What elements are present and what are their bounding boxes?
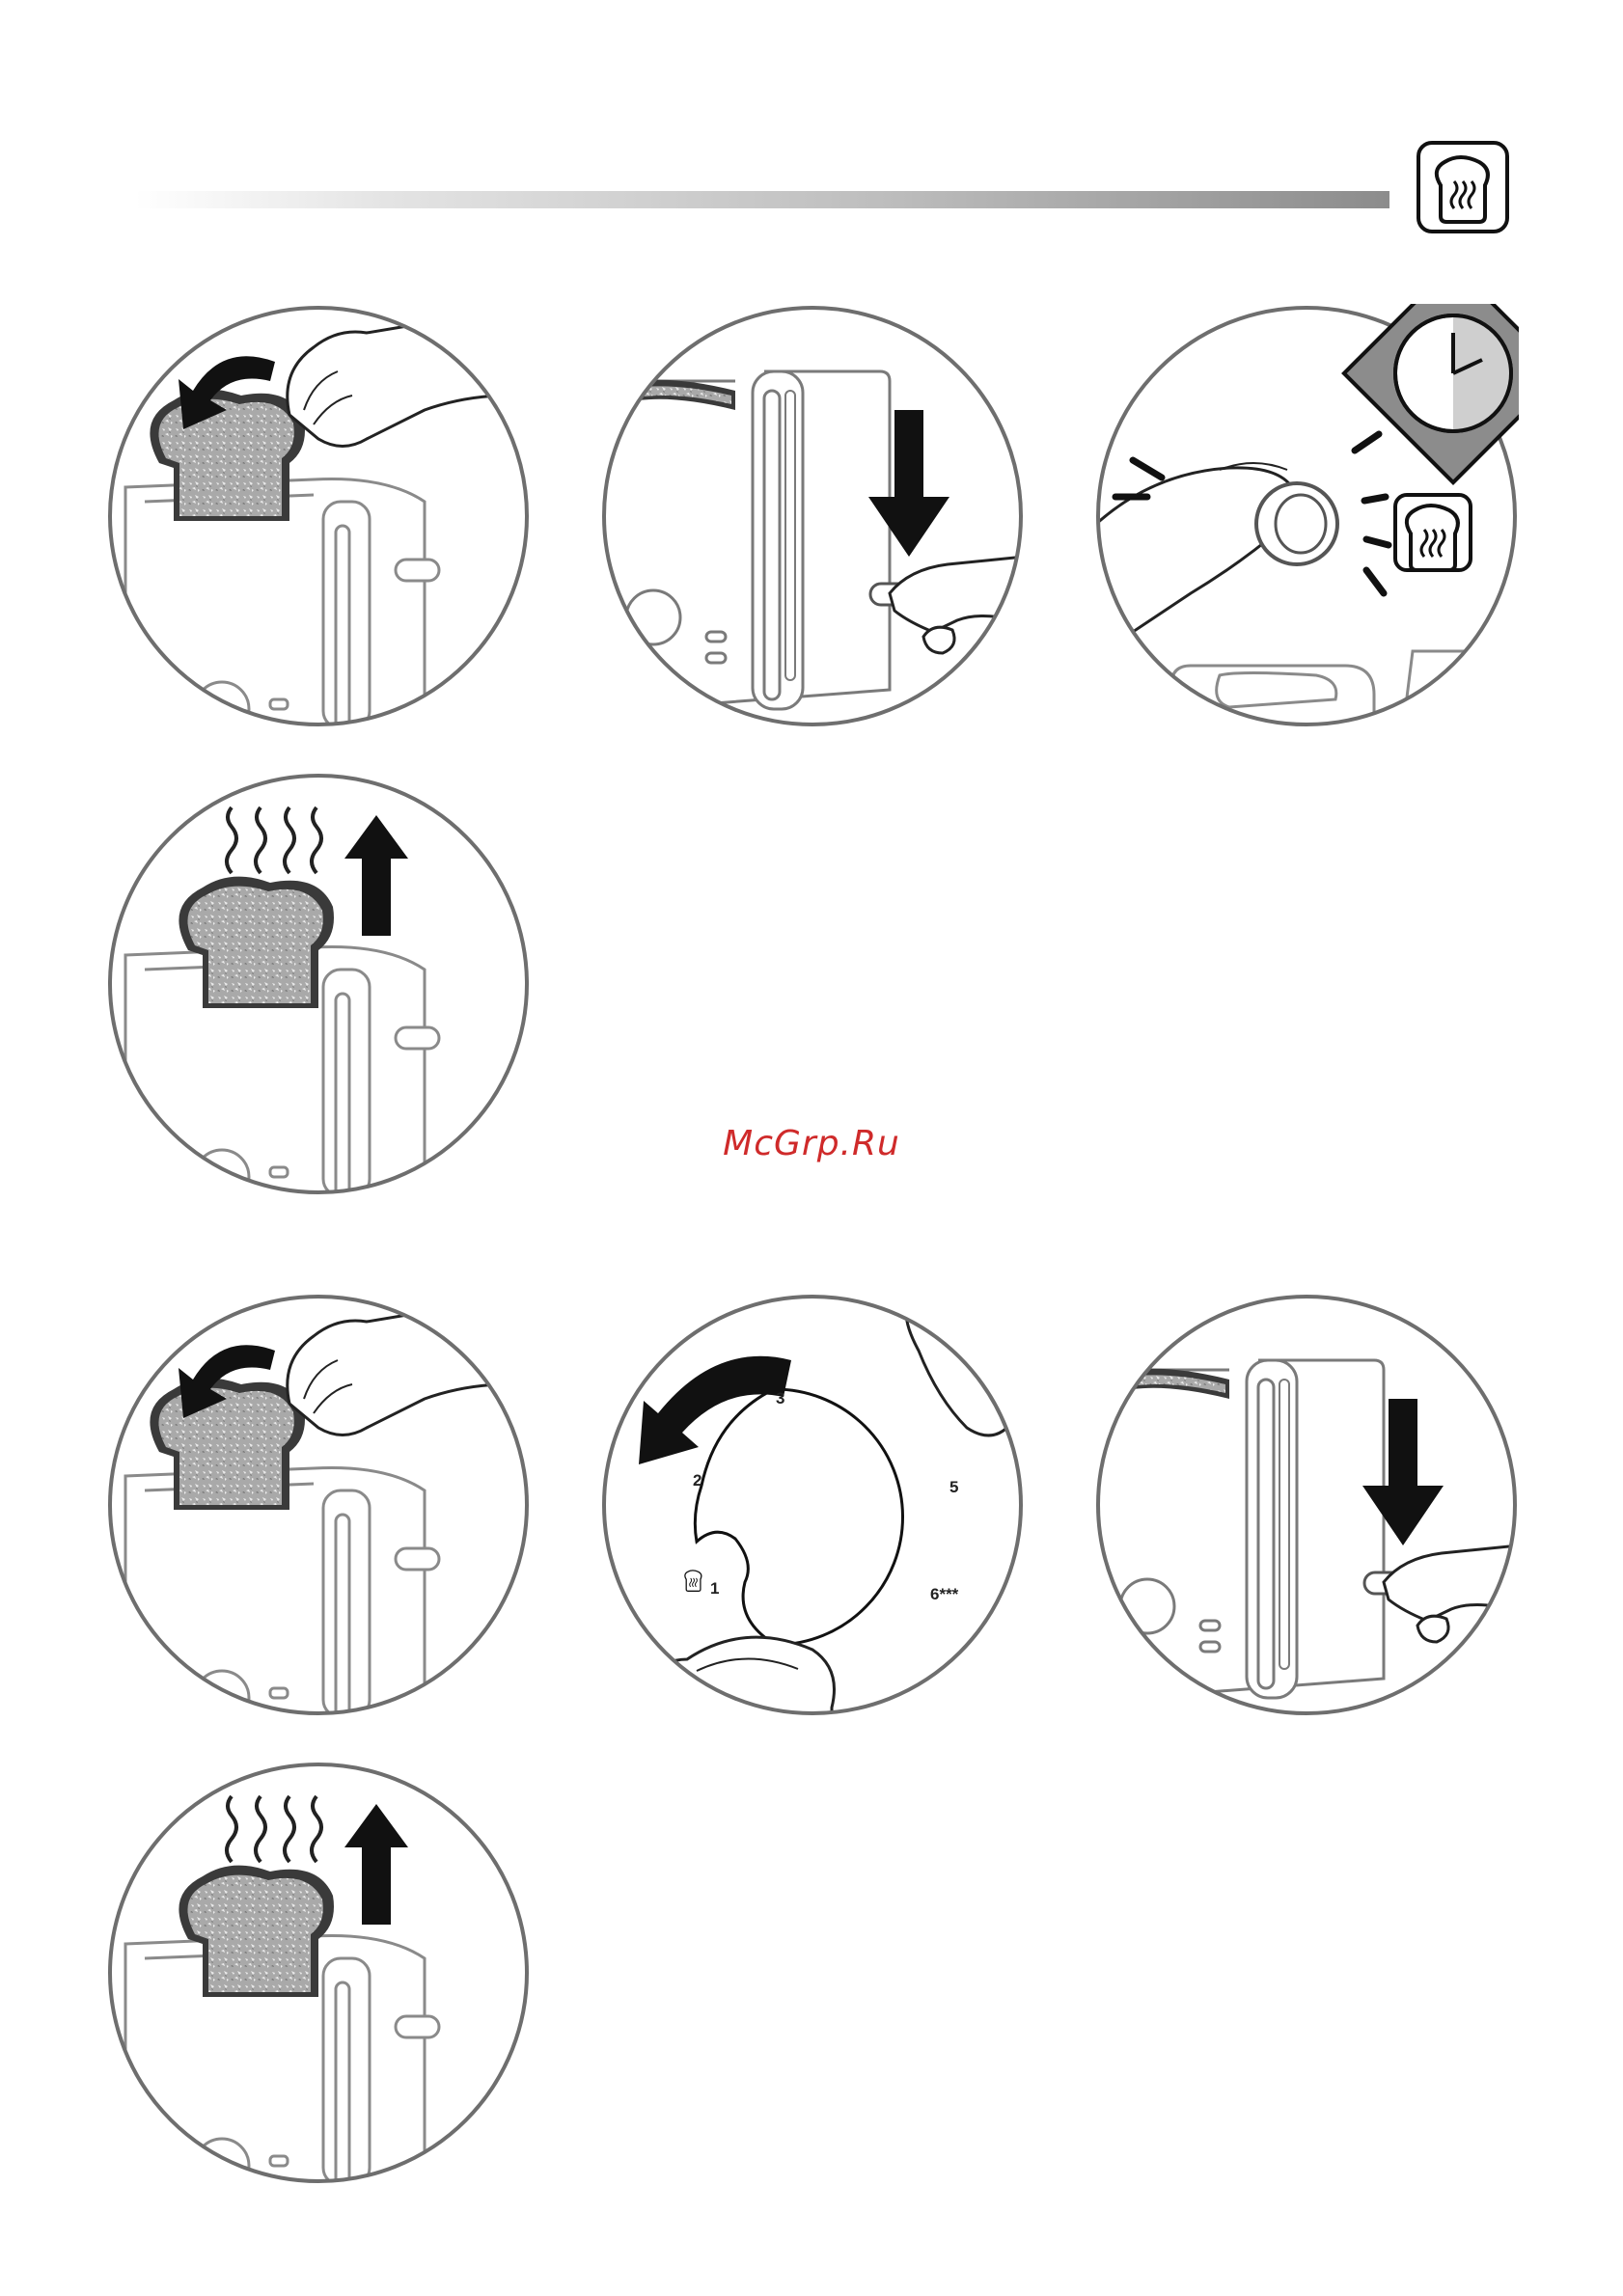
toast-icon <box>1415 139 1511 235</box>
press-lever-down-arrow-illustration <box>600 304 1025 728</box>
steaming-toast-up-arrow-illustration <box>106 1761 531 2185</box>
watermark-text: McGrp.Ru <box>715 1124 908 1163</box>
hand-insert-bread-illustration <box>106 304 531 728</box>
steaming-toast-up-arrow-illustration <box>106 772 531 1196</box>
step-lift-toast-panel <box>106 772 531 1196</box>
step-insert-bread-panel <box>106 304 531 728</box>
dial-label-3: 3 <box>776 1389 784 1408</box>
step-turn-browning-dial-panel: 3 2 5 1 6*** <box>600 1293 1025 1717</box>
dial-label-5: 5 <box>949 1478 958 1496</box>
step-lift-toast-panel <box>106 1761 531 2185</box>
timer-clock-and-toast-button-illustration <box>1094 304 1519 728</box>
dial-label-1: 1 <box>710 1579 719 1598</box>
browning-dial-illustration: 3 2 5 1 6*** <box>600 1293 1025 1717</box>
toast-icon <box>685 1571 701 1591</box>
hand-insert-bread-illustration <box>106 1293 531 1717</box>
dial-label-2: 2 <box>693 1471 701 1490</box>
step-press-lever-panel <box>600 304 1025 728</box>
step-press-reheat-button-panel <box>1094 304 1519 728</box>
step-insert-bread-panel <box>106 1293 531 1717</box>
header-divider-bar <box>135 191 1389 208</box>
press-lever-down-arrow-illustration <box>1094 1293 1519 1717</box>
dial-label-6: 6*** <box>930 1585 959 1603</box>
step-press-lever-panel <box>1094 1293 1519 1717</box>
